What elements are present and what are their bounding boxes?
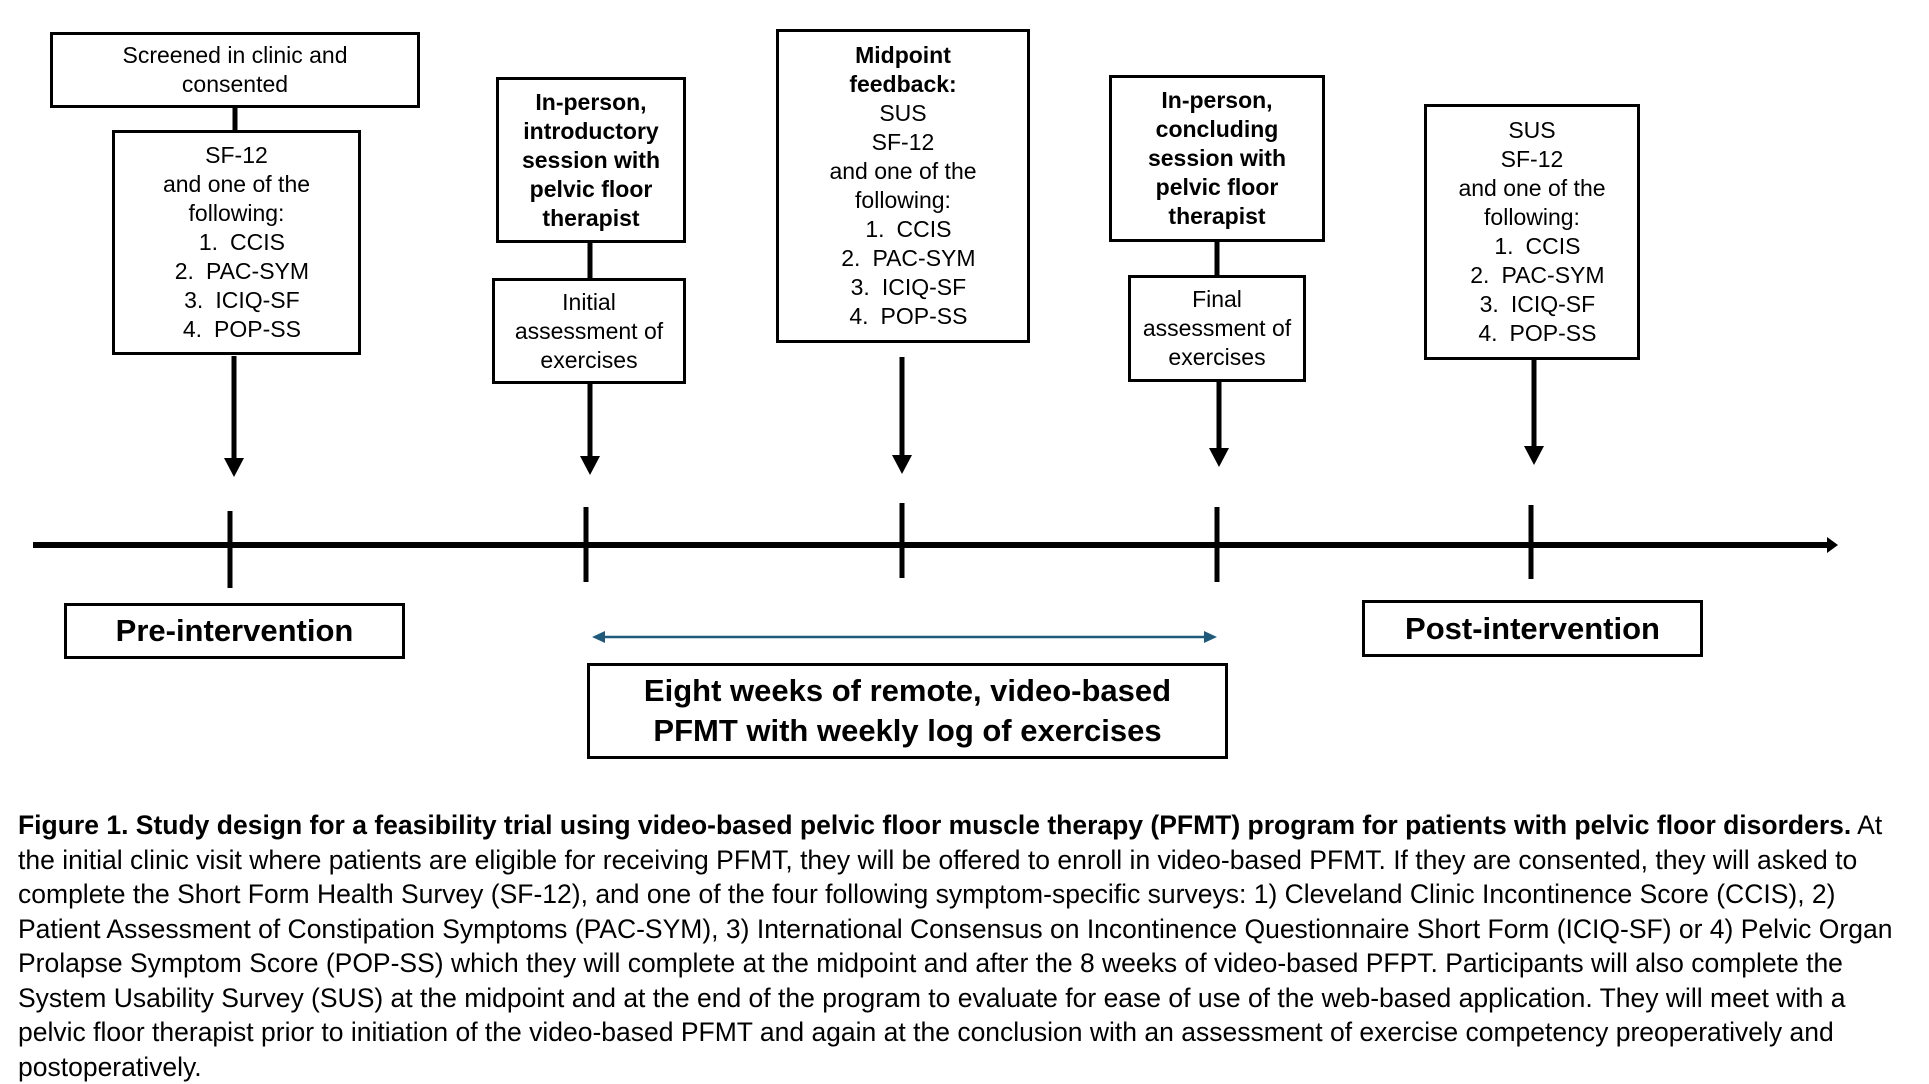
- pre-surveys-line-2: and one of the: [162, 171, 311, 197]
- list-item: 4.POP-SS: [182, 316, 301, 342]
- initial-assessment-text: Initial assessment of exercises: [514, 288, 664, 373]
- list-item: 3.ICIQ-SF: [184, 287, 300, 313]
- intro-session-text: In-person, introductory session with pel…: [521, 88, 661, 231]
- screened-box: Screened in clinic and consented: [50, 32, 420, 108]
- list-item: 1.CCIS: [1494, 233, 1581, 259]
- pre-surveys-line-1: SF-12: [205, 142, 268, 168]
- pre-intervention-text: Pre-intervention: [115, 613, 354, 648]
- arrow-post-head: [1524, 446, 1544, 465]
- timeline-diagram: [33, 106, 1838, 643]
- list-item: 1.CCIS: [865, 216, 952, 242]
- list-item: 4.POP-SS: [1478, 320, 1597, 346]
- concluding-session-text: In-person, concluding session with pelvi…: [1147, 87, 1287, 229]
- pre-surveys-list: 1.CCIS 2.PAC-SYM 3.ICIQ-SF 4.POP-SS: [164, 228, 309, 344]
- midpoint-line-4: following:: [855, 187, 951, 213]
- midpoint-line-2: SF-12: [871, 129, 935, 155]
- post-surveys-line-3: and one of the: [1458, 175, 1606, 201]
- post-surveys-line-2: SF-12: [1500, 146, 1564, 172]
- list-item: 1.CCIS: [198, 229, 285, 255]
- post-surveys-list: 1.CCIS 2.PAC-SYM 3.ICIQ-SF 4.POP-SS: [1459, 232, 1604, 348]
- post-intervention-text: Post-intervention: [1405, 610, 1660, 646]
- pre-intervention-label: Pre-intervention: [64, 603, 405, 659]
- list-item: 3.ICIQ-SF: [1479, 291, 1596, 317]
- timeline-arrowhead: [1827, 537, 1838, 553]
- intro-session-box: In-person, introductory session with pel…: [496, 77, 686, 243]
- list-item: 4.POP-SS: [849, 303, 968, 329]
- initial-assessment-box: Initial assessment of exercises: [492, 278, 686, 384]
- list-item: 2.PAC-SYM: [174, 258, 310, 284]
- post-surveys-line-4: following:: [1484, 204, 1580, 230]
- final-assessment-text: Final assessment of exercises: [1142, 286, 1292, 370]
- midpoint-heading: Midpoint feedback:: [849, 42, 957, 97]
- screened-text: Screened in clinic and consented: [122, 42, 348, 97]
- remote-period-line-2: PFMT with weekly log of exercises: [653, 713, 1162, 748]
- list-item: 3.ICIQ-SF: [850, 274, 967, 300]
- span-arrow-left-head: [592, 631, 605, 643]
- midpoint-line-1: SUS: [879, 100, 927, 126]
- pre-surveys-box: SF-12 and one of the following: 1.CCIS 2…: [112, 130, 361, 355]
- arrow-intro-head: [580, 456, 600, 475]
- post-intervention-label: Post-intervention: [1362, 600, 1703, 657]
- arrow-conclusion-head: [1209, 448, 1229, 467]
- midpoint-line-3: and one of the: [829, 158, 977, 184]
- list-item: 2.PAC-SYM: [1470, 262, 1605, 288]
- midpoint-list: 1.CCIS 2.PAC-SYM 3.ICIQ-SF 4.POP-SS: [830, 215, 975, 331]
- arrow-pre-head: [224, 458, 244, 477]
- caption-body: At the initial clinic visit where patien…: [18, 810, 1893, 1082]
- final-assessment-box: Final assessment of exercises: [1128, 275, 1306, 382]
- post-surveys-box: SUS SF-12 and one of the following: 1.CC…: [1424, 104, 1640, 360]
- post-surveys-line-1: SUS: [1508, 117, 1556, 143]
- span-arrow-right-head: [1204, 631, 1217, 643]
- figure-caption: Figure 1. Study design for a feasibility…: [18, 808, 1918, 1084]
- pre-surveys-line-3: following:: [188, 200, 285, 226]
- remote-period-label: Eight weeks of remote, video-based PFMT …: [587, 663, 1228, 759]
- midpoint-box: Midpoint feedback: SUS SF-12 and one of …: [776, 29, 1030, 343]
- caption-title: Figure 1. Study design for a feasibility…: [18, 810, 1852, 840]
- list-item: 2.PAC-SYM: [841, 245, 976, 271]
- remote-period-line-1: Eight weeks of remote, video-based: [643, 673, 1172, 708]
- arrow-midpoint-head: [892, 455, 912, 474]
- concluding-session-box: In-person, concluding session with pelvi…: [1109, 75, 1325, 242]
